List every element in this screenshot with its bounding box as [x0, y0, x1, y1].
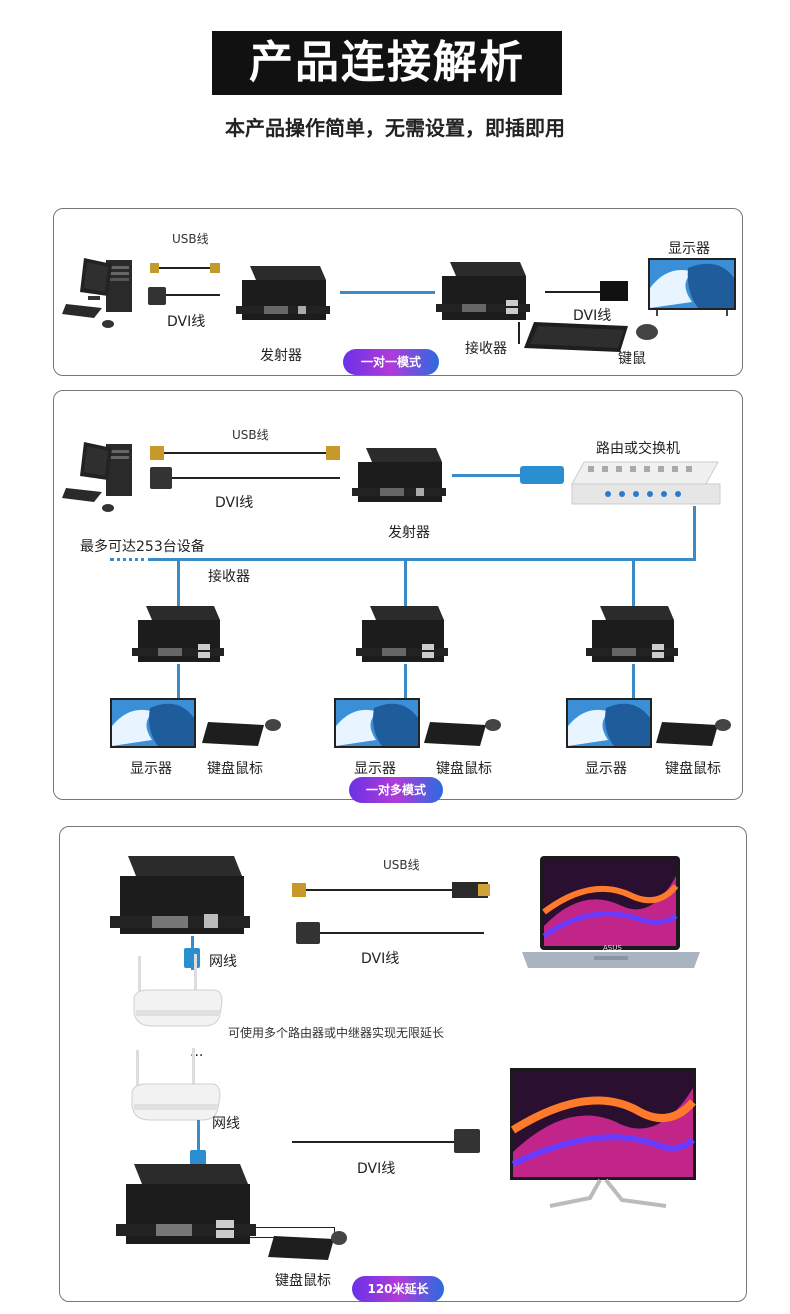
monitor-icon	[510, 1068, 696, 1208]
one-to-one-badge: 一对一模式	[343, 349, 439, 375]
receiver-label: 接收器	[208, 569, 250, 585]
usb-cable	[300, 889, 480, 891]
kbm-label: 键盘鼠标	[207, 761, 263, 777]
rj45-connector-icon	[520, 466, 564, 484]
transmitter-label: 发射器	[260, 348, 302, 364]
kbm-label: 键盘鼠标	[665, 761, 721, 777]
network-cable-label: 网线	[209, 954, 237, 970]
usb-a-tip-icon	[478, 884, 490, 896]
network-cable	[452, 474, 532, 477]
usb-cable-label: USB线	[383, 858, 420, 872]
repeater-note: 可使用多个路由器或中继器实现无限延长	[228, 1026, 445, 1040]
usb-connector-icon	[150, 446, 164, 460]
usb-b-connector-icon	[292, 883, 306, 897]
drop-cable-3	[632, 558, 635, 608]
desktop-pc-icon	[62, 442, 132, 512]
router-switch-icon	[571, 461, 721, 505]
network-cable-label: 网线	[212, 1116, 240, 1132]
drop-cable-2	[404, 558, 407, 608]
usb-cable-label: USB线	[172, 232, 209, 246]
usb-connector-icon	[150, 263, 159, 273]
usb-b-connector-icon	[326, 446, 340, 460]
laptop-brand-label: ASUS	[603, 944, 622, 952]
receiver-to-monitor-cable-2	[404, 664, 407, 700]
dvi-output-cable	[545, 291, 600, 293]
router-icon	[131, 1048, 221, 1121]
laptop-icon	[522, 856, 700, 968]
dvi-cable-label: DVI线	[361, 951, 400, 967]
dvi-output-connector-icon	[600, 281, 628, 301]
keyboard-icon	[202, 722, 264, 746]
dvi-cable	[150, 477, 340, 479]
monitor-label: 显示器	[354, 761, 396, 777]
dvi-cable	[150, 294, 220, 296]
dvi-cable-label: DVI线	[215, 495, 254, 511]
dvi-cable-label: DVI线	[167, 314, 206, 330]
mouse-icon	[485, 719, 501, 731]
keyboard-icon	[268, 1236, 334, 1260]
dvi-output-label: DVI线	[573, 308, 612, 324]
usb-cable-label: USB线	[232, 428, 269, 442]
dvi-connector-icon	[454, 1129, 480, 1153]
network-bus-cable	[150, 558, 696, 561]
monitor-label: 显示器	[585, 761, 627, 777]
monitor-icon	[110, 698, 196, 748]
dvi-cable	[304, 932, 484, 934]
network-bus-dotted	[110, 558, 152, 561]
kbm-label: 键盘鼠标	[275, 1273, 331, 1289]
extension-badge: 120米延长	[352, 1276, 444, 1302]
receiver-device-icon	[586, 606, 678, 662]
router-drop-cable	[693, 506, 696, 559]
max-devices-label: 最多可达253台设备	[80, 539, 205, 555]
page-title: 产品连接解析	[249, 37, 525, 88]
receiver-device-icon	[132, 606, 224, 662]
receiver-to-monitor-cable-3	[632, 664, 635, 700]
kbm-cable	[518, 322, 520, 344]
mouse-icon	[331, 1231, 347, 1245]
monitor-icon	[566, 698, 652, 748]
receiver-label: 接收器	[465, 341, 507, 357]
router-label: 路由或交换机	[596, 441, 680, 457]
title-background	[212, 31, 562, 95]
kbm-cable	[334, 1227, 335, 1237]
receiver-device-icon	[356, 606, 448, 662]
kbm-cable	[238, 1237, 278, 1238]
mouse-icon	[715, 719, 731, 731]
monitor-label: 显示器	[668, 241, 710, 257]
mouse-icon	[265, 719, 281, 731]
transmitter-label: 发射器	[388, 525, 430, 541]
transmitter-device-icon	[110, 856, 250, 934]
usb-b-connector-icon	[210, 263, 220, 273]
page-subtitle: 本产品操作简单，无需设置，即插即用	[225, 116, 565, 140]
dvi-cable-label: DVI线	[357, 1161, 396, 1177]
transmitter-device-icon	[352, 448, 446, 502]
usb-cable	[150, 267, 220, 269]
keyboard-icon	[524, 322, 628, 352]
desktop-pc-icon	[62, 258, 132, 328]
dvi-cable	[292, 1141, 462, 1143]
kbm-cable	[238, 1227, 334, 1228]
transmitter-device-icon	[236, 266, 330, 320]
network-cable	[340, 291, 435, 294]
monitor-icon	[648, 258, 736, 316]
keyboard-icon	[656, 722, 718, 746]
receiver-to-monitor-cable-1	[177, 664, 180, 700]
network-cable	[197, 1120, 200, 1170]
monitor-label: 显示器	[130, 761, 172, 777]
router-icon	[133, 954, 223, 1027]
mouse-icon	[636, 324, 658, 340]
dvi-connector-icon	[296, 922, 320, 944]
kbm-label: 键鼠	[618, 351, 646, 367]
kbm-label: 键盘鼠标	[436, 761, 492, 777]
usb-cable	[150, 452, 340, 454]
dvi-connector-icon	[148, 287, 166, 305]
receiver-device-icon	[436, 262, 530, 320]
drop-cable-1	[177, 558, 180, 608]
receiver-device-icon	[116, 1164, 256, 1244]
dvi-connector-icon	[150, 467, 172, 489]
keyboard-icon	[424, 722, 486, 746]
one-to-many-badge: 一对多模式	[349, 777, 443, 803]
monitor-icon	[334, 698, 420, 748]
